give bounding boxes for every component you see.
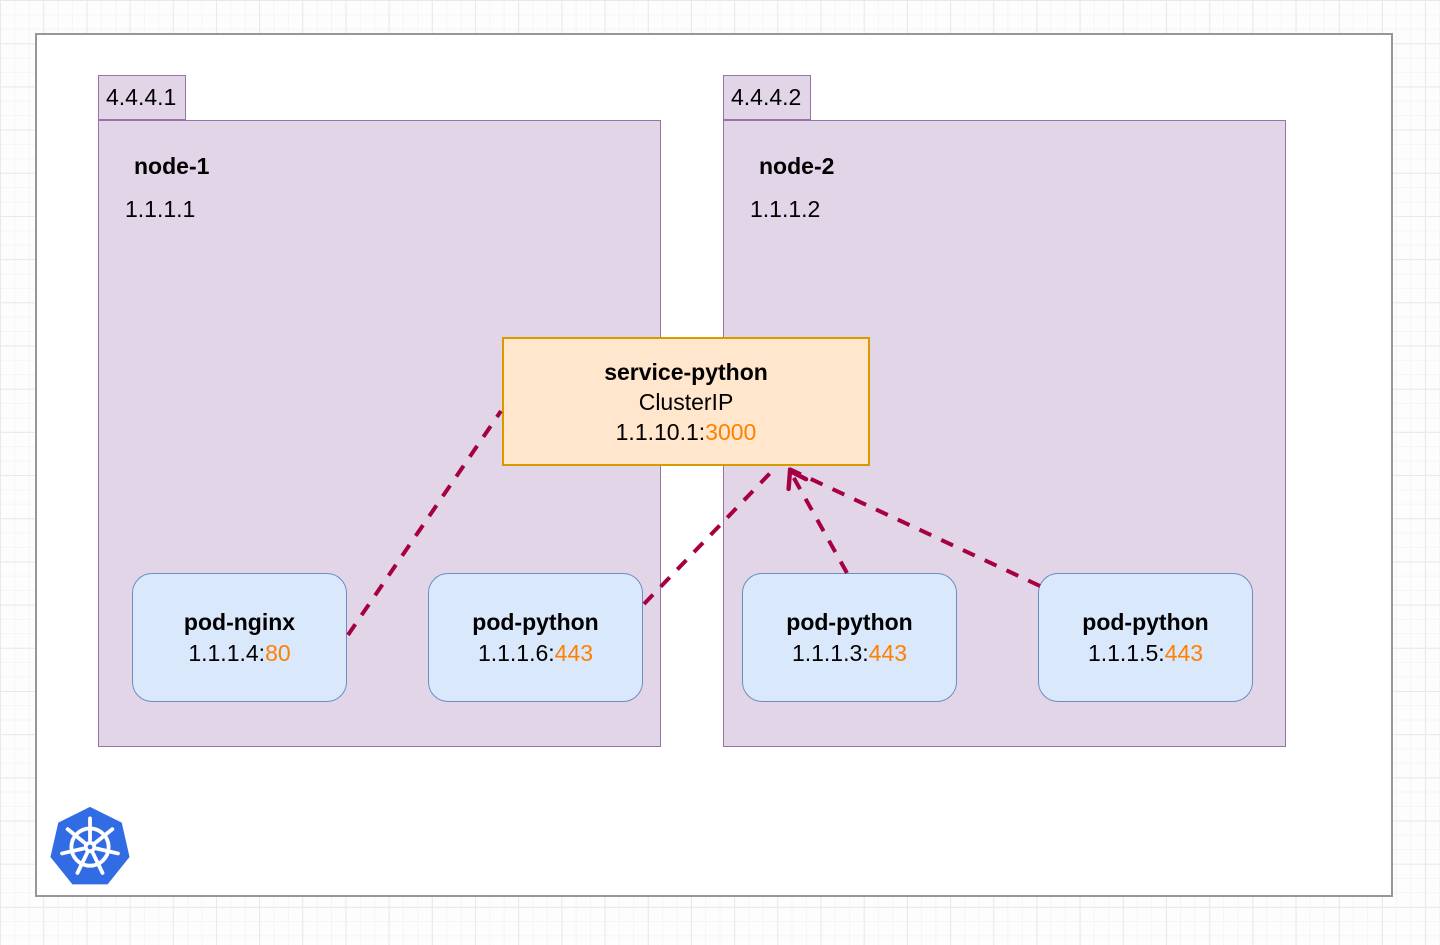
service-endpoint: 1.1.10.1:3000: [616, 417, 757, 447]
pod-name: pod-python: [1082, 608, 1209, 635]
node-2-tab-label: 4.4.4.2: [731, 84, 802, 110]
service-ip: 1.1.10.1:: [615, 418, 706, 445]
pod-port: 443: [554, 639, 594, 666]
node-2-tab[interactable]: 4.4.4.2: [723, 75, 811, 120]
pod-nginx-box[interactable]: pod-nginx 1.1.1.4:80: [132, 573, 347, 702]
service-name: service-python: [604, 358, 768, 385]
pod-port: 80: [265, 639, 291, 666]
pod-endpoint: 1.1.1.3:443: [792, 638, 907, 669]
pod-python-3-box[interactable]: pod-python 1.1.1.5:443: [1038, 573, 1253, 702]
service-box[interactable]: service-python ClusterIP 1.1.10.1:3000: [502, 337, 870, 466]
pod-ip: 1.1.1.5:: [1087, 639, 1165, 666]
pod-name: pod-python: [786, 608, 913, 635]
pod-endpoint: 1.1.1.5:443: [1088, 638, 1203, 669]
pod-name: pod-python: [472, 608, 599, 635]
node-1-title: node-1: [134, 153, 210, 179]
pod-port: 443: [1164, 639, 1204, 666]
node-2-title: node-2: [759, 153, 835, 179]
node-1-tab-label: 4.4.4.1: [106, 84, 177, 110]
pod-name: pod-nginx: [183, 608, 296, 635]
kubernetes-logo-icon[interactable]: [47, 804, 133, 892]
node-1-tab[interactable]: 4.4.4.1: [98, 75, 186, 120]
pod-python-1-box[interactable]: pod-python 1.1.1.6:443: [428, 573, 643, 702]
service-type: ClusterIP: [638, 388, 734, 415]
pod-ip: 1.1.1.6:: [477, 639, 555, 666]
pod-endpoint: 1.1.1.6:443: [478, 638, 593, 669]
pod-ip: 1.1.1.4:: [188, 639, 266, 666]
node-1-ip: 1.1.1.1: [125, 196, 196, 222]
service-port: 3000: [705, 418, 757, 445]
pod-endpoint: 1.1.1.4:80: [188, 638, 290, 669]
pod-port: 443: [868, 639, 908, 666]
pod-python-2-box[interactable]: pod-python 1.1.1.3:443: [742, 573, 957, 702]
node-2-ip: 1.1.1.2: [750, 196, 821, 222]
pod-ip: 1.1.1.3:: [791, 639, 869, 666]
